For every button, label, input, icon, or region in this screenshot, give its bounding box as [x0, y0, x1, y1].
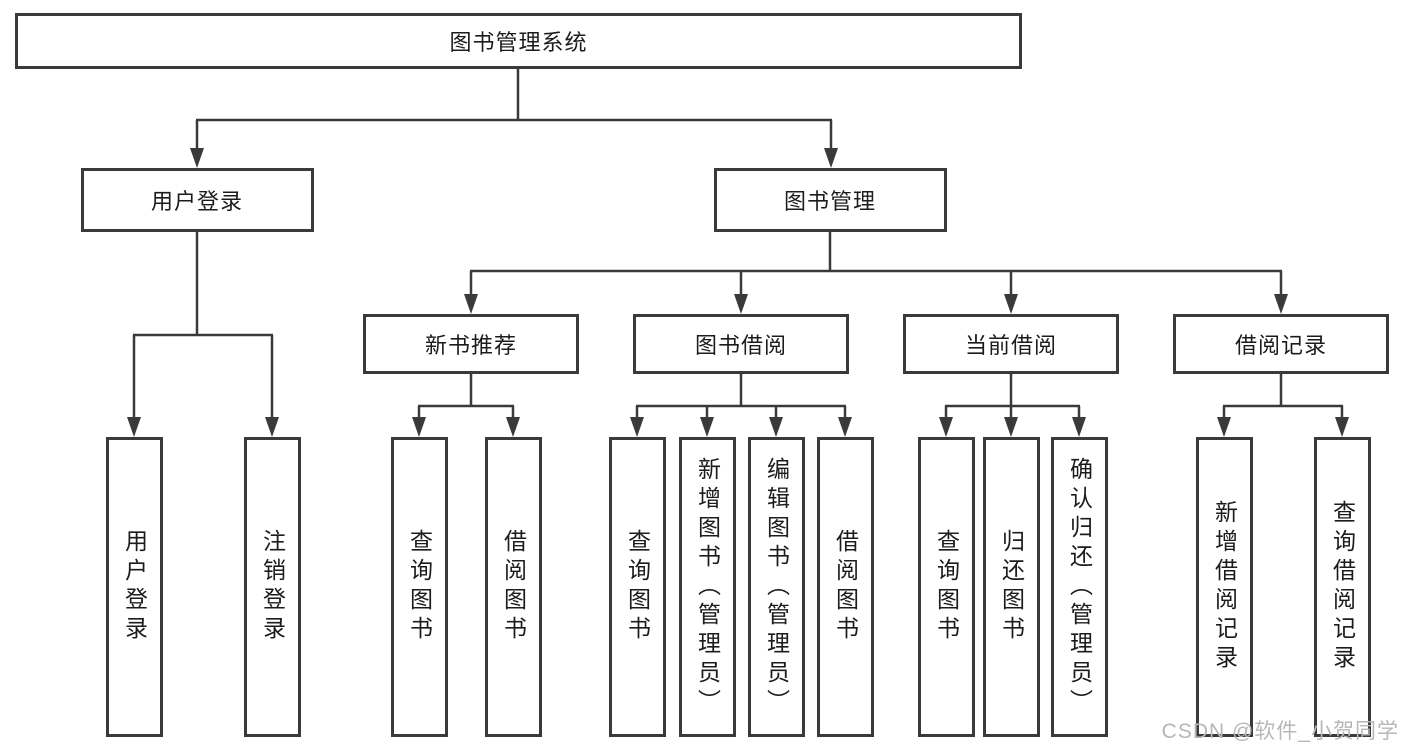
leaf-query-books-current: 查询图书 — [917, 437, 975, 737]
node-book-management: 图书管理 — [713, 168, 947, 232]
leaf-user-login: 用户登录 — [105, 437, 163, 737]
leaf-borrow-books-borrowing: 借阅图书 — [816, 437, 874, 737]
csdn-watermark: CSDN @软件_小贺同学 — [1161, 720, 1399, 743]
node-book-borrowing: 图书借阅 — [633, 314, 849, 374]
node-borrowing-records: 借阅记录 — [1173, 314, 1389, 374]
leaf-borrow-books-recommend: 借阅图书 — [484, 437, 542, 737]
leaf-query-books-recommend: 查询图书 — [390, 437, 448, 737]
leaf-add-borrow-record: 新增借阅记录 — [1195, 437, 1253, 737]
node-library-system: 图书管理系统 — [15, 13, 1022, 69]
leaf-query-books-borrowing: 查询图书 — [608, 437, 666, 737]
leaf-confirm-return-admin: 确认归还（管理员） — [1050, 437, 1108, 737]
node-current-borrowing: 当前借阅 — [903, 314, 1119, 374]
leaf-logout: 注销登录 — [243, 437, 301, 737]
node-new-book-recommendation: 新书推荐 — [363, 314, 579, 374]
leaf-return-books: 归还图书 — [982, 437, 1040, 737]
node-user-login: 用户登录 — [80, 168, 314, 232]
leaf-add-books-admin: 新增图书（管理员） — [678, 437, 736, 737]
leaf-query-borrow-record: 查询借阅记录 — [1313, 437, 1371, 737]
leaf-edit-books-admin: 编辑图书（管理员） — [747, 437, 805, 737]
